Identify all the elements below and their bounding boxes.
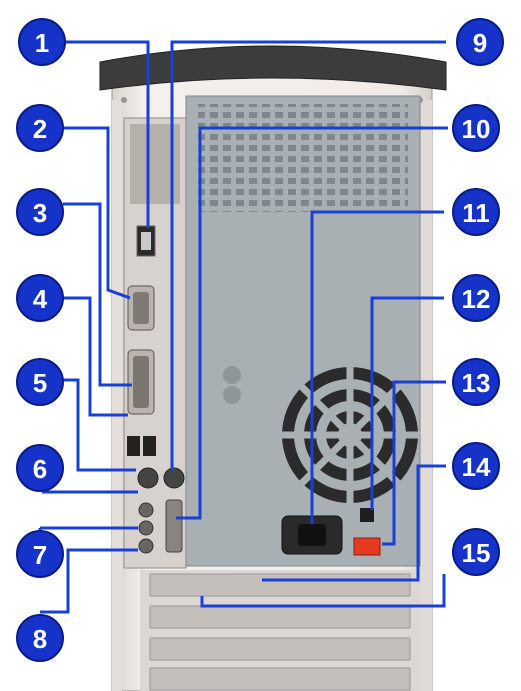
svg-text:14: 14	[462, 452, 491, 482]
callout-7: 7	[16, 530, 64, 578]
callout-14: 14	[452, 442, 500, 490]
io-panel	[123, 117, 187, 569]
keyboard-port	[163, 467, 185, 489]
voltage-switch	[360, 508, 374, 522]
expansion-slot	[149, 605, 411, 629]
video-port	[165, 499, 183, 553]
audio-jack-2	[138, 520, 154, 536]
vent-grid	[198, 104, 408, 212]
audio-jack-3	[138, 538, 154, 554]
svg-text:13: 13	[462, 368, 491, 398]
mouse-port	[137, 467, 159, 489]
callout-1: 1	[18, 18, 66, 66]
expansion-slot	[149, 637, 411, 661]
callout-15: 15	[452, 528, 500, 576]
callout-12: 12	[452, 274, 500, 322]
usb-port-b	[143, 436, 156, 456]
svg-text:11: 11	[462, 198, 490, 228]
case-right-rail	[420, 100, 432, 691]
leader-lines	[38, 40, 448, 614]
case-top-cover	[99, 45, 447, 91]
svg-text:9: 9	[473, 28, 487, 58]
callout-13: 13	[452, 358, 500, 406]
svg-text:7: 7	[33, 540, 47, 570]
svg-text:2: 2	[33, 114, 47, 144]
svg-text:12: 12	[462, 284, 491, 314]
svg-text:6: 6	[33, 454, 47, 484]
expansion-slot	[149, 667, 411, 691]
svg-text:1: 1	[35, 28, 49, 58]
svg-text:5: 5	[33, 368, 47, 398]
chassis-panel	[185, 95, 421, 567]
audio-jack-1	[138, 502, 154, 518]
power-switch	[353, 537, 381, 556]
svg-text:15: 15	[462, 538, 491, 568]
expansion-slot	[149, 573, 411, 597]
usb-port-a	[127, 436, 140, 456]
callout-5: 5	[16, 358, 64, 406]
callout-8: 8	[16, 614, 64, 662]
svg-text:3: 3	[33, 198, 47, 228]
callout-9: 9	[456, 18, 504, 66]
callout-10: 10	[452, 104, 500, 152]
svg-text:4: 4	[33, 284, 48, 314]
callout-4: 4	[16, 274, 64, 322]
svg-text:8: 8	[33, 624, 47, 654]
callout-11: 11	[452, 188, 500, 236]
callout-6: 6	[16, 444, 64, 492]
expansion-slots	[140, 570, 420, 691]
svg-text:10: 10	[462, 114, 491, 144]
case-left-rail	[112, 100, 122, 691]
fan-grille	[280, 365, 420, 505]
callout-3: 3	[16, 188, 64, 236]
callout-2: 2	[16, 104, 64, 152]
